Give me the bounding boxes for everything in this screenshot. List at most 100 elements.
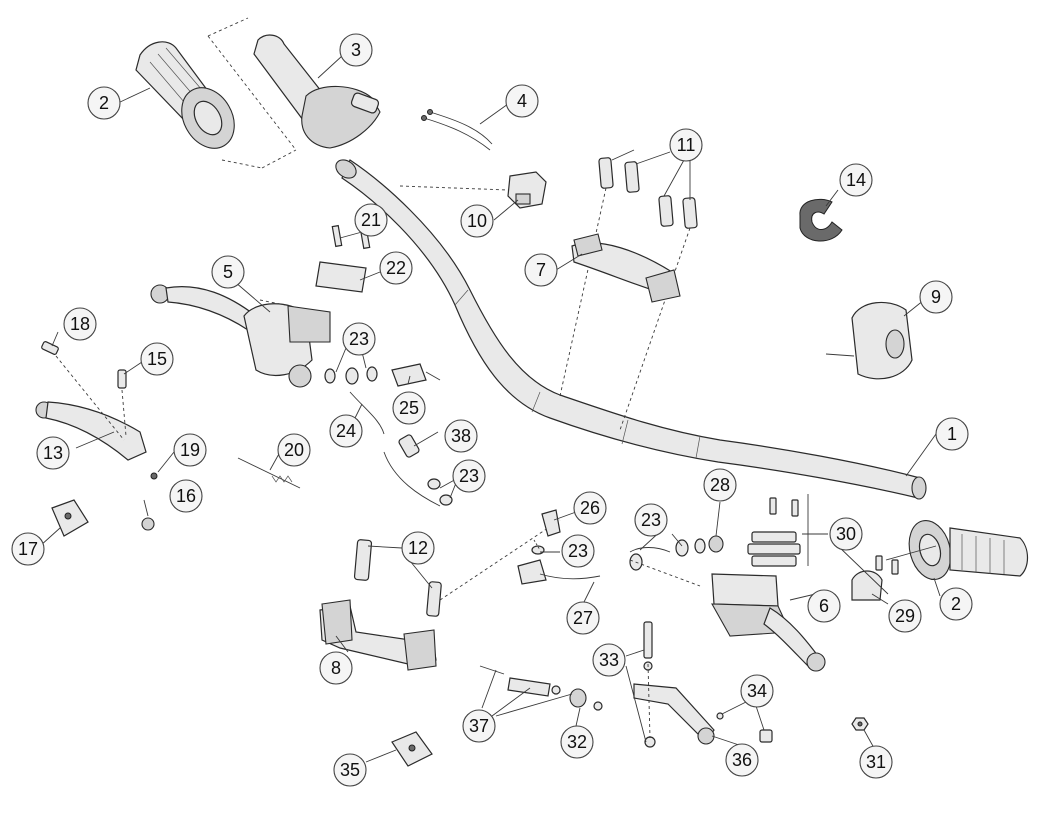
callout-4: 4 — [505, 84, 539, 118]
callout-22: 22 — [379, 251, 413, 285]
svg-text:9: 9 — [931, 287, 941, 307]
svg-text:2: 2 — [99, 93, 109, 113]
callout-5: 5 — [211, 255, 245, 289]
callout-31: 31 — [859, 745, 893, 779]
callout-18: 18 — [63, 307, 97, 341]
svg-text:7: 7 — [536, 260, 546, 280]
svg-text:21: 21 — [361, 210, 381, 230]
clutch-master-cylinder — [150, 284, 331, 388]
svg-text:20: 20 — [284, 440, 304, 460]
callout-14: 14 — [839, 163, 873, 197]
upper-clamp — [571, 233, 681, 303]
callout-28: 28 — [703, 468, 737, 502]
svg-text:37: 37 — [469, 716, 489, 736]
callout-37: 37 — [462, 709, 496, 743]
callout-10: 10 — [460, 204, 494, 238]
right-grip — [908, 520, 1029, 580]
kill-switch — [399, 171, 547, 209]
front-brake-master-cylinder — [629, 535, 826, 672]
svg-text:15: 15 — [147, 349, 167, 369]
svg-text:10: 10 — [467, 211, 487, 231]
clutch-hose-lower — [383, 434, 453, 507]
svg-text:25: 25 — [399, 398, 419, 418]
master-cylinder-clamp — [851, 555, 899, 601]
svg-text:26: 26 — [580, 498, 600, 518]
svg-text:11: 11 — [677, 135, 696, 155]
callout-26: 26 — [573, 491, 607, 525]
cable — [421, 109, 493, 151]
reservoir-cap — [315, 224, 371, 293]
callout-13: 13 — [36, 436, 70, 470]
svg-text:8: 8 — [331, 658, 341, 678]
cable-guide — [391, 731, 433, 767]
brake-lever-left — [35, 341, 158, 537]
callout-32: 32 — [560, 725, 594, 759]
svg-text:34: 34 — [747, 681, 767, 701]
svg-text:13: 13 — [43, 443, 63, 463]
callout-27: 27 — [566, 601, 600, 635]
callout-15: 15 — [140, 342, 174, 376]
callout-35: 35 — [333, 753, 367, 787]
callout-11: 11 — [669, 128, 703, 162]
callout-23-hose: 23 — [452, 459, 486, 493]
callout-2-right: 2 — [939, 587, 973, 621]
svg-text:4: 4 — [517, 91, 527, 111]
leader-lines — [39, 55, 941, 763]
callout-1: 1 — [935, 417, 969, 451]
svg-text:3: 3 — [351, 40, 361, 60]
callout-8: 8 — [319, 651, 353, 685]
svg-text:28: 28 — [710, 475, 730, 495]
svg-text:23: 23 — [568, 541, 588, 561]
callout-23-clutch: 23 — [342, 322, 376, 356]
svg-text:23: 23 — [349, 329, 369, 349]
spring-assembly — [237, 457, 301, 489]
callout-7: 7 — [524, 253, 558, 287]
svg-text:32: 32 — [567, 732, 587, 752]
svg-text:19: 19 — [180, 440, 200, 460]
callout-6: 6 — [807, 589, 841, 623]
svg-text:29: 29 — [895, 606, 915, 626]
svg-text:5: 5 — [223, 262, 233, 282]
svg-text:33: 33 — [599, 650, 619, 670]
svg-text:35: 35 — [340, 760, 360, 780]
callout-19: 19 — [173, 433, 207, 467]
callout-29: 29 — [888, 599, 922, 633]
callout-25: 25 — [392, 391, 426, 425]
rear-brake-lever — [633, 621, 773, 748]
callout-2-left: 2 — [87, 86, 121, 120]
svg-text:22: 22 — [386, 258, 406, 278]
callout-12: 12 — [401, 531, 435, 565]
callout-24: 24 — [329, 414, 363, 448]
callout-9: 9 — [919, 280, 953, 314]
front-brake-hose — [517, 509, 601, 585]
upper-clamp-bolts — [559, 157, 698, 431]
callout-3: 3 — [339, 33, 373, 67]
callout-21: 21 — [354, 203, 388, 237]
callout-30: 30 — [829, 517, 863, 551]
clutch-banjo-fittings — [324, 363, 441, 435]
svg-text:30: 30 — [836, 524, 856, 544]
svg-text:36: 36 — [732, 750, 752, 770]
handlebar — [335, 159, 927, 500]
svg-text:18: 18 — [70, 314, 90, 334]
callout-36: 36 — [725, 743, 759, 777]
svg-text:16: 16 — [176, 486, 196, 506]
throttle-tube — [207, 17, 381, 169]
svg-text:17: 17 — [18, 539, 38, 559]
svg-text:2: 2 — [951, 594, 961, 614]
svg-text:23: 23 — [459, 466, 479, 486]
right-switch-housing — [825, 301, 913, 380]
svg-text:12: 12 — [408, 538, 428, 558]
callout-23-front: 23 — [634, 503, 668, 537]
cable-tie — [799, 198, 843, 242]
svg-text:6: 6 — [819, 596, 829, 616]
svg-text:14: 14 — [846, 170, 866, 190]
left-grip — [135, 41, 235, 149]
nut — [851, 717, 869, 731]
svg-text:1: 1 — [947, 424, 957, 444]
callout-16: 16 — [169, 479, 203, 513]
callout-20: 20 — [277, 433, 311, 467]
svg-text:27: 27 — [573, 608, 593, 628]
